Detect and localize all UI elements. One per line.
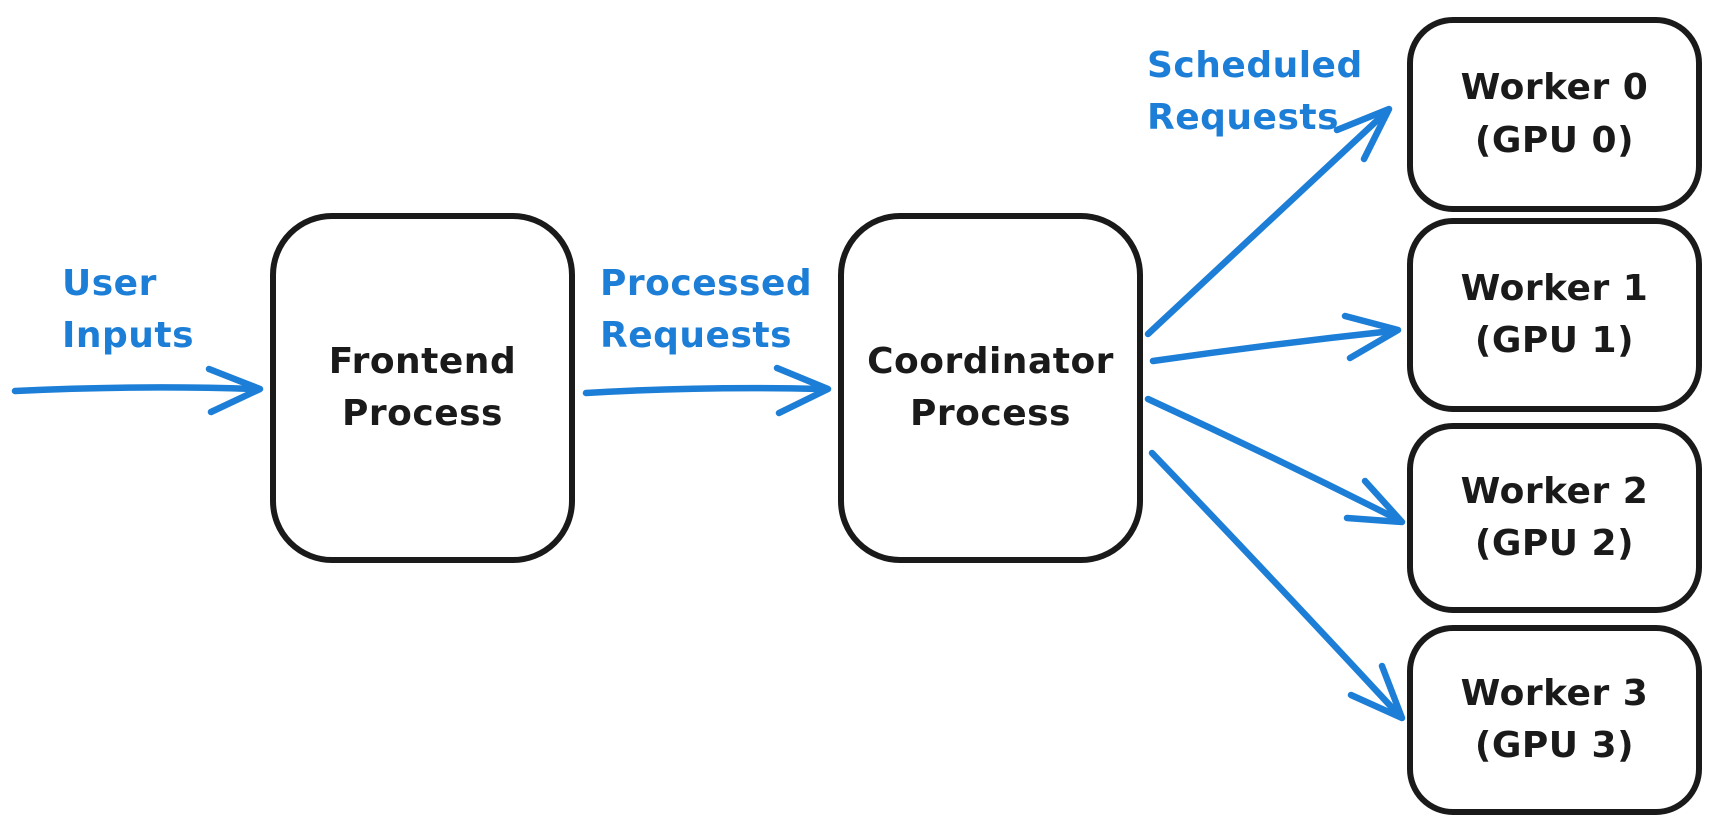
worker-2-gpu: (GPU 2) xyxy=(1474,523,1635,564)
worker-1-gpu: (GPU 1) xyxy=(1474,320,1635,361)
processed-requests-label-line1: Processed xyxy=(600,263,813,304)
frontend-process-node: Frontend Process xyxy=(270,213,575,563)
scheduled-requests-label-line1: Scheduled xyxy=(1147,45,1363,86)
processed-requests-label: Processed Requests xyxy=(600,258,812,362)
scheduled-requests-label-line2: Requests xyxy=(1147,97,1340,139)
scheduled-arrow-worker-1 xyxy=(1149,312,1402,365)
user-inputs-label: User Inputs xyxy=(62,258,194,362)
user-inputs-label-line1: User xyxy=(62,263,157,304)
worker-3-name: Worker 3 xyxy=(1460,672,1649,714)
worker-3-label: Worker 3 (GPU 3) xyxy=(1461,668,1649,772)
user-inputs-label-line2: Inputs xyxy=(62,315,195,357)
worker-0-name: Worker 0 xyxy=(1460,67,1649,109)
worker-3-node: Worker 3 (GPU 3) xyxy=(1407,625,1702,815)
frontend-process-label-line2: Process xyxy=(342,393,503,434)
worker-3-gpu: (GPU 3) xyxy=(1474,725,1635,766)
scheduled-arrow-worker-2 xyxy=(1144,395,1406,526)
worker-1-node: Worker 1 (GPU 1) xyxy=(1407,218,1702,412)
worker-2-name: Worker 2 xyxy=(1460,470,1649,512)
worker-2-node: Worker 2 (GPU 2) xyxy=(1407,423,1702,613)
frontend-process-label: Frontend Process xyxy=(329,336,516,440)
coordinator-process-label: Coordinator Process xyxy=(867,336,1114,440)
processed-requests-arrow xyxy=(582,364,832,417)
scheduled-requests-label: Scheduled Requests xyxy=(1147,40,1363,144)
user-inputs-arrow xyxy=(11,365,264,416)
worker-1-label: Worker 1 (GPU 1) xyxy=(1461,263,1649,367)
processed-requests-label-line2: Requests xyxy=(600,315,793,357)
coordinator-process-label-line2: Process xyxy=(910,393,1071,434)
worker-0-label: Worker 0 (GPU 0) xyxy=(1461,62,1649,166)
frontend-process-label-line1: Frontend xyxy=(328,340,517,382)
scheduled-arrow-worker-3 xyxy=(1148,449,1406,722)
worker-1-name: Worker 1 xyxy=(1460,267,1649,309)
worker-0-gpu: (GPU 0) xyxy=(1474,119,1635,161)
coordinator-process-node: Coordinator Process xyxy=(838,213,1143,563)
worker-2-label: Worker 2 (GPU 2) xyxy=(1461,466,1649,570)
worker-0-node: Worker 0 (GPU 0) xyxy=(1407,17,1702,212)
coordinator-process-label-line1: Coordinator xyxy=(867,340,1114,382)
